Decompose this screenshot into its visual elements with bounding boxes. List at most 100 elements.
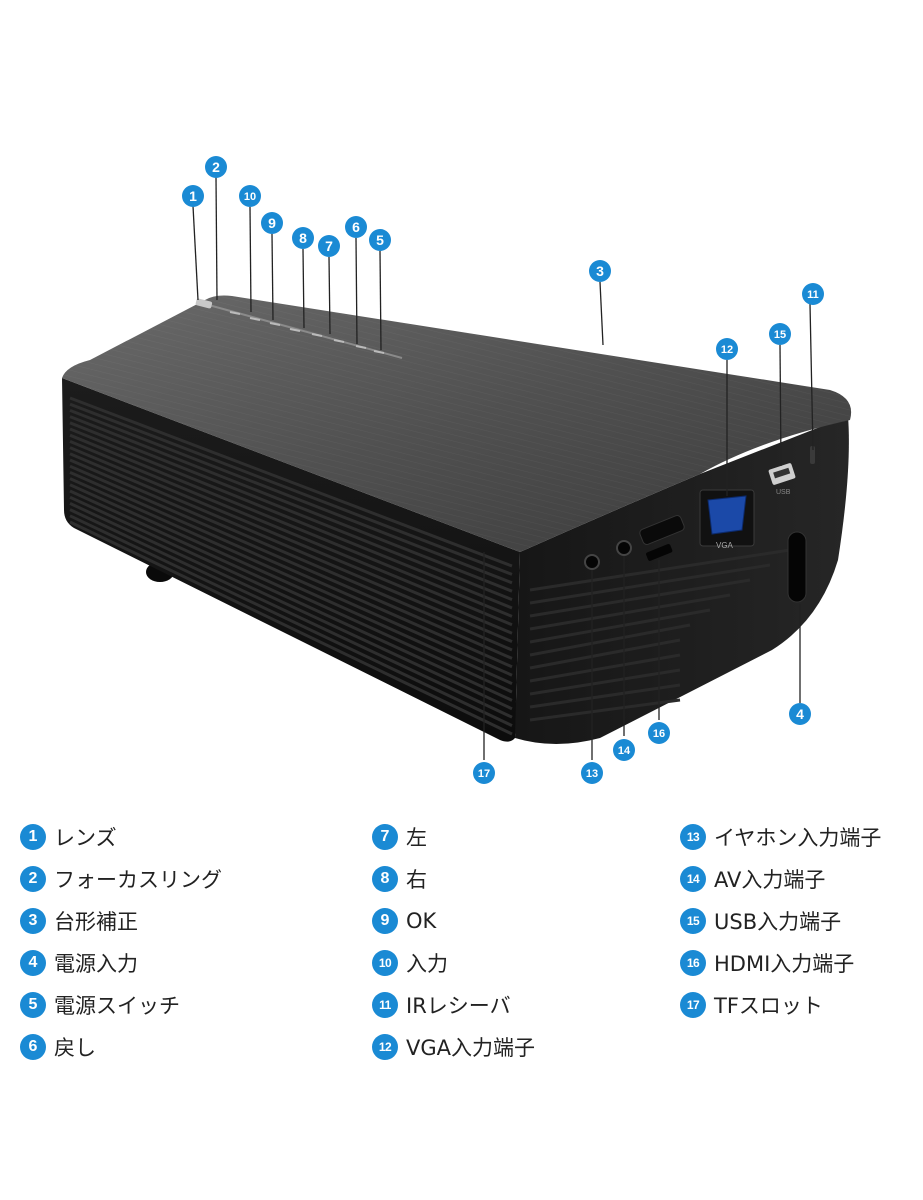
- vent-slat: [69, 508, 513, 719]
- legend-item-2: 2 フォーカスリング: [20, 862, 222, 896]
- vent-slat: [69, 415, 513, 593]
- legend-label: 戻し: [54, 1036, 96, 1060]
- legend-number-badge: 7: [372, 824, 398, 850]
- ir-receiver: [810, 446, 815, 464]
- leader-lines: [192, 176, 814, 760]
- av-jack: [616, 540, 632, 556]
- callout-2: 2: [205, 156, 227, 178]
- legend-label: 右: [406, 868, 427, 892]
- legend-number-badge: 1: [20, 824, 46, 850]
- side-vent-slat: [529, 608, 711, 644]
- callout-number: 12: [721, 344, 733, 356]
- side-vent-slat: [529, 698, 681, 722]
- legend-label: HDMI入力端子: [714, 952, 855, 976]
- callout-8: 8: [292, 227, 314, 249]
- legend-number-badge: 11: [372, 992, 398, 1018]
- vent-slat: [69, 514, 513, 727]
- legend-number-badge: 3: [20, 908, 46, 934]
- legend-number-badge: 9: [372, 908, 398, 934]
- legend-number-badge: 16: [680, 950, 706, 976]
- legend-label: 左: [406, 826, 427, 850]
- callout-11: 11: [802, 283, 824, 305]
- legend-label: USB入力端子: [714, 910, 842, 934]
- side-vent-slat: [529, 593, 731, 631]
- legend-label: イヤホン入力端子: [714, 826, 882, 850]
- legend-number-badge: 13: [680, 824, 706, 850]
- callout-number: 2: [212, 159, 220, 175]
- callout-number: 17: [478, 768, 490, 780]
- legend-number-badge: 17: [680, 992, 706, 1018]
- callout-13: 13: [581, 762, 603, 784]
- callout-number: 9: [268, 215, 276, 231]
- callout-9: 9: [261, 212, 283, 234]
- side-vent-slat: [529, 578, 751, 618]
- vent-slat: [69, 520, 513, 736]
- callout-number: 10: [244, 191, 256, 203]
- side-vent-slat: [529, 668, 681, 696]
- vent-slat: [69, 433, 513, 618]
- callout-number: 3: [596, 263, 604, 279]
- legend-number-badge: 2: [20, 866, 46, 892]
- legend-label: フォーカスリング: [54, 868, 222, 892]
- callout-number: 16: [653, 728, 665, 740]
- vent-slat: [69, 489, 513, 694]
- legend-item-17: 17 TFスロット: [680, 988, 823, 1022]
- legend-number-badge: 15: [680, 908, 706, 934]
- callout-number: 4: [796, 706, 804, 722]
- callout-number: 13: [586, 768, 598, 780]
- legend-label: 電源スイッチ: [54, 994, 180, 1018]
- vent-slats: [69, 396, 513, 736]
- legend-number-badge: 14: [680, 866, 706, 892]
- side-vent-slat: [529, 548, 791, 592]
- callout-number: 8: [299, 230, 307, 246]
- side-vent-slat: [529, 638, 681, 670]
- callout-12: 12: [716, 338, 738, 360]
- usb-text: USB: [776, 489, 791, 496]
- side-vent-slat: [529, 653, 681, 683]
- earphone-jack: [584, 554, 600, 570]
- legend-number-badge: 10: [372, 950, 398, 976]
- vent-slat: [69, 464, 513, 660]
- callout-16: 16: [648, 722, 670, 744]
- side-vent-slat: [529, 683, 681, 709]
- legend-label: 台形補正: [54, 910, 138, 934]
- side-vent-slat: [529, 563, 771, 605]
- control-buttons: [229, 311, 385, 354]
- legend-label: TFスロット: [714, 994, 823, 1018]
- callout-number: 5: [376, 232, 384, 248]
- legend-item-10: 10 入力: [372, 946, 448, 980]
- vent-slat: [69, 440, 513, 627]
- usb-port: USB: [768, 463, 796, 496]
- callout-number: 15: [774, 329, 786, 341]
- callout-number: 7: [325, 238, 333, 254]
- tf-slot: [646, 544, 673, 561]
- legend-label: 電源入力: [54, 952, 138, 976]
- callout-number: 1: [189, 188, 197, 204]
- legend-label: VGA入力端子: [406, 1036, 536, 1060]
- legend-label: 入力: [406, 952, 448, 976]
- lens: [195, 298, 213, 309]
- callout-6: 6: [345, 216, 367, 238]
- power-input: [787, 531, 807, 603]
- callout-17: 17: [473, 762, 495, 784]
- legend-item-15: 15 USB入力端子: [680, 904, 841, 938]
- callout-number: 14: [618, 745, 631, 757]
- vent-slat: [69, 452, 513, 643]
- side-vent-slats: [529, 548, 791, 722]
- callout-1: 1: [182, 185, 204, 207]
- vent-slat: [69, 402, 513, 576]
- vent-slat: [69, 471, 513, 669]
- vent-slat: [69, 421, 513, 601]
- legend-number-badge: 12: [372, 1034, 398, 1060]
- callout-15: 15: [769, 323, 791, 345]
